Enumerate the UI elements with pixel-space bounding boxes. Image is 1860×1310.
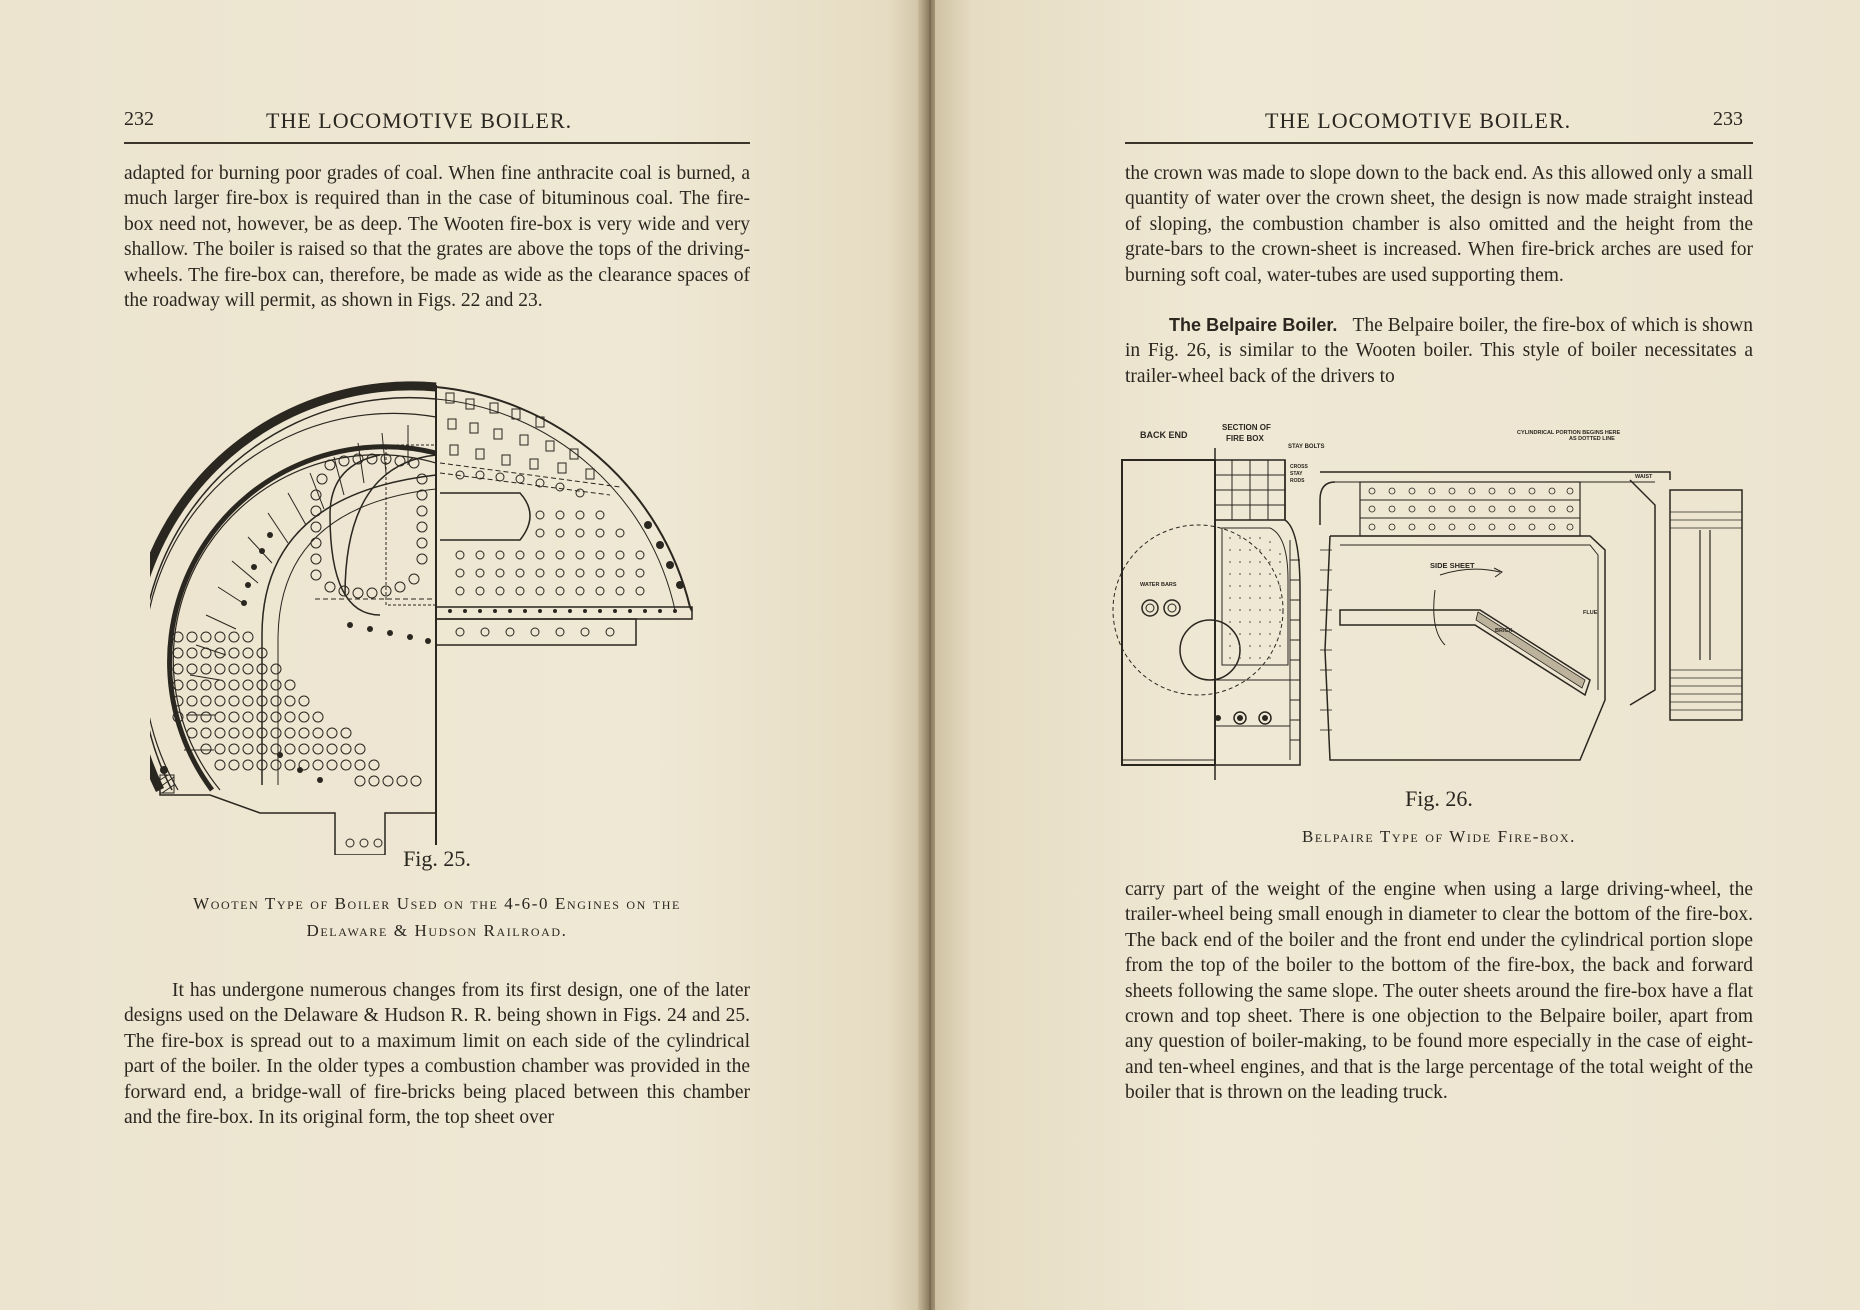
fig25-label: Fig. 25.	[403, 846, 471, 871]
fig26-label-flue: FLUE	[1583, 610, 1598, 616]
fig26-label-side-sheet: SIDE SHEET	[1430, 561, 1475, 570]
right-top-paragraph-1: the crown was made to slope down to the …	[1125, 163, 1753, 286]
fig26-label-stay: STAY	[1290, 471, 1303, 477]
fig26-label-waist: WAIST	[1635, 474, 1653, 480]
left-page: 232 THE LOCOMOTIVE BOILER. adapted for b…	[0, 0, 925, 1310]
right-running-head: THE LOCOMOTIVE BOILER.	[1265, 108, 1572, 133]
right-bottom-paragraph: carry part of the weight of the engine w…	[1125, 879, 1753, 1104]
fig26-caption: Belpaire Type of Wide Fire-box.	[1301, 827, 1577, 846]
fig25-caption-line1: Wooten Type of Boiler Used on the 4-6-0 …	[193, 894, 681, 913]
fig25-wooten-firebox-drawing	[150, 381, 693, 855]
left-running-head: THE LOCOMOTIVE BOILER.	[266, 108, 573, 133]
fig26-label: Fig. 26.	[1405, 786, 1473, 811]
fig26-label-fire-box: FIRE BOX	[1226, 434, 1264, 443]
fig26-belpaire-firebox-drawing: BACK END SECTION OF FIRE BOX STAY BOLTS …	[1112, 423, 1743, 780]
fig25-caption-line2: Delaware & Hudson Railroad.	[306, 921, 568, 940]
fig26-label-stay-bolts: STAY BOLTS	[1288, 444, 1324, 450]
right-folio: 233	[1713, 108, 1743, 130]
right-top-paragraph-2: The Belpaire Boiler. The Belpaire boiler…	[1125, 315, 1754, 387]
fig26-label-water-bars: WATER BARS	[1140, 582, 1177, 588]
belpaire-heading: The Belpaire Boiler.	[1169, 315, 1338, 335]
right-page: THE LOCOMOTIVE BOILER. 233 the crown was…	[935, 0, 1860, 1310]
right-header-rule	[1125, 142, 1753, 144]
fig26-label-back-end: BACK END	[1140, 430, 1188, 440]
left-top-paragraph: adapted for burning poor grades of coal.…	[124, 163, 750, 312]
fig26-label-brick: BRICK	[1495, 628, 1512, 634]
left-header-rule	[124, 142, 750, 144]
fig26-label-cylindrical-2: AS DOTTED LINE	[1569, 436, 1615, 442]
left-folio: 232	[124, 108, 154, 130]
fig26-label-cylindrical-1: CYLINDRICAL PORTION BEGINS HERE	[1517, 430, 1621, 436]
fig26-label-rods: RODS	[1290, 478, 1305, 484]
fig26-label-section-of: SECTION OF	[1222, 423, 1271, 432]
fig26-label-cross: CROSS	[1290, 464, 1308, 470]
left-bottom-paragraph: It has undergone numerous changes from i…	[124, 980, 750, 1129]
